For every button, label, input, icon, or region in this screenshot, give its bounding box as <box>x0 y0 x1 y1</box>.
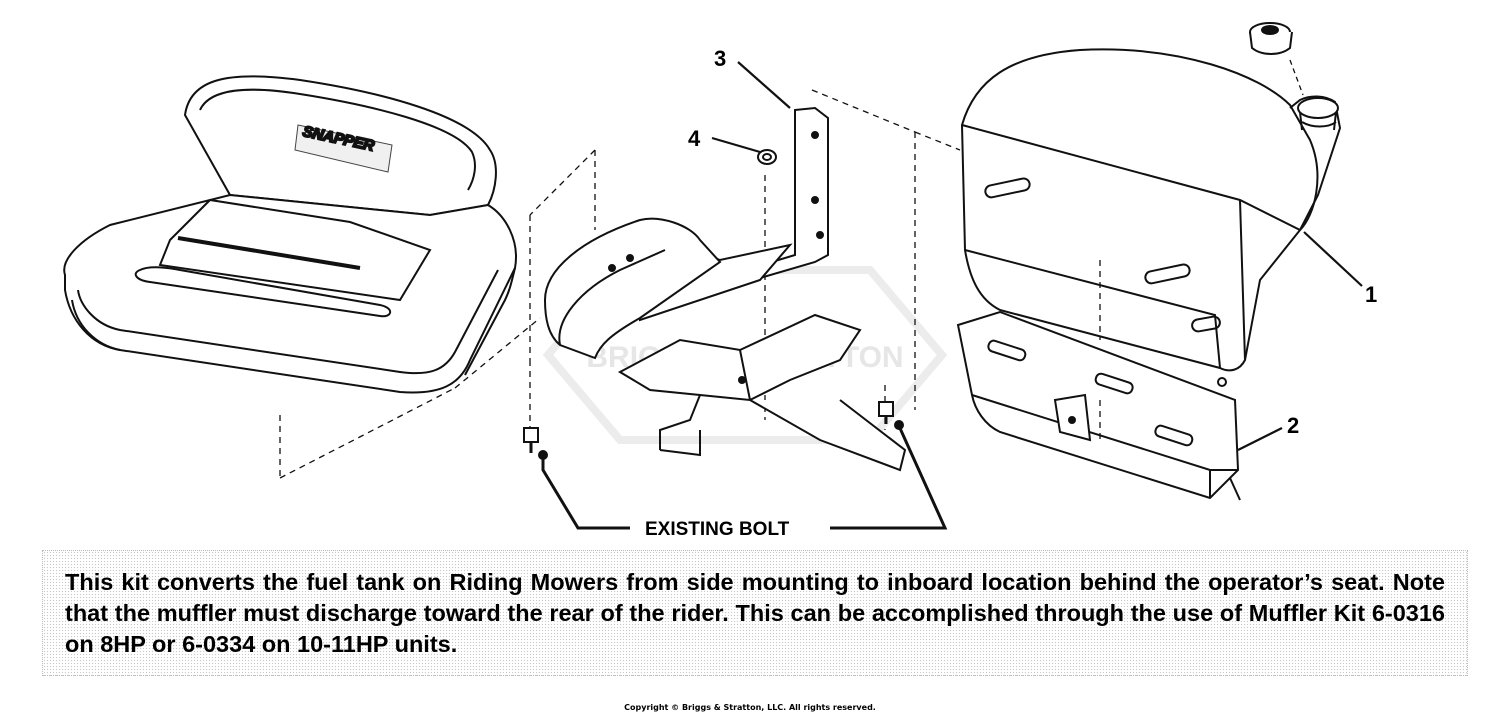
existing-bolt-label: EXISTING BOLT <box>645 519 790 540</box>
callout-2-leader <box>1237 427 1283 451</box>
existing-bolt-leader-left <box>541 456 630 530</box>
callout-4-leader <box>711 136 761 154</box>
mounting-bracket <box>523 89 916 472</box>
part-4-nut <box>757 149 777 165</box>
fuel-cap <box>1249 22 1293 55</box>
seat: SNAPPER <box>63 75 541 479</box>
callout-4: 4 <box>688 126 701 151</box>
callout-3: 3 <box>714 46 726 71</box>
fuel-tank <box>914 22 1342 387</box>
callout-1: 1 <box>1365 282 1377 307</box>
existing-bolt-left <box>523 427 548 460</box>
existing-bolt-leader-right <box>830 425 948 530</box>
copyright-notice: Copyright © Briggs & Stratton, LLC. All … <box>624 703 876 712</box>
mounting-strap <box>956 310 1241 501</box>
kit-description-box: This kit converts the fuel tank on Ridin… <box>42 550 1468 676</box>
callouts <box>541 61 1363 530</box>
callout-2: 2 <box>1287 413 1299 438</box>
bracket-guide-lines <box>529 89 916 440</box>
kit-description-text: This kit converts the fuel tank on Ridin… <box>65 569 1445 657</box>
callout-1-leader <box>1303 231 1363 287</box>
parts-diagram: BRIGGS & STRATTON SNAPPER <box>63 22 1377 540</box>
callout-3-leader <box>737 61 791 109</box>
seat-guide-lines <box>279 317 541 479</box>
